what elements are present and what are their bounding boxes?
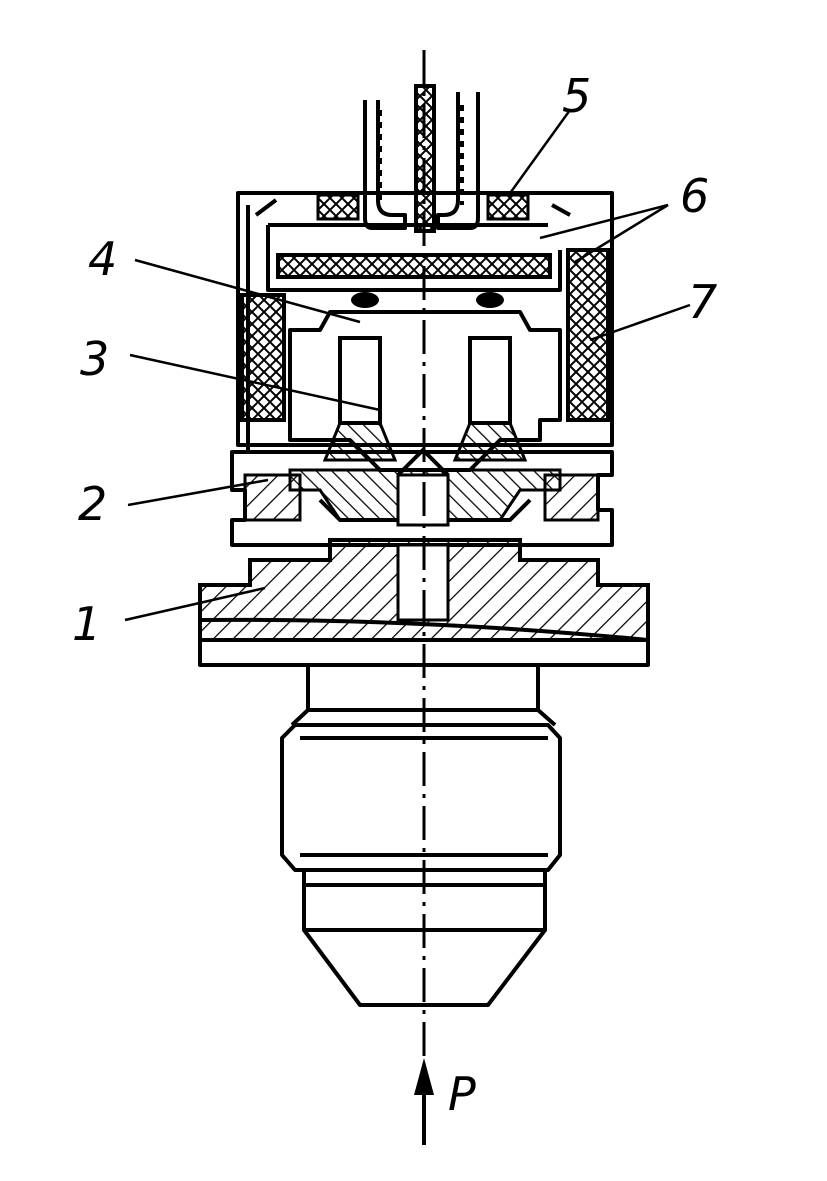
threaded-fitting	[280, 665, 562, 1007]
upper-housing	[236, 191, 614, 450]
pressure-label: P	[448, 1067, 476, 1121]
lead-wires	[363, 84, 480, 233]
label-1: 1	[72, 597, 101, 651]
circuit-board	[276, 253, 552, 279]
contact-plate-5	[316, 193, 360, 221]
label-2: 2	[78, 477, 107, 531]
leader-lines	[124, 109, 691, 622]
membrane-assembly-2	[230, 448, 614, 547]
label-4: 4	[88, 232, 117, 286]
label-7: 7	[688, 275, 717, 329]
label-3: 3	[80, 332, 109, 386]
label-6: 6	[680, 169, 709, 223]
pressure-arrow	[414, 1058, 434, 1145]
label-5: 5	[562, 69, 591, 123]
